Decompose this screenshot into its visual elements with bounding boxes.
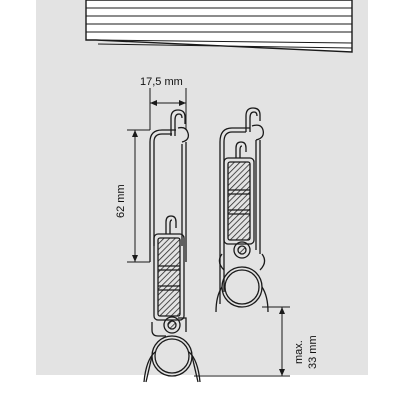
max-dimension xyxy=(194,306,290,377)
right-profile-icon xyxy=(215,107,269,313)
roller-blind-icon xyxy=(85,0,353,53)
width-dimension xyxy=(149,88,187,130)
height-dimension xyxy=(127,129,150,263)
max-dimension-value: 33 mm xyxy=(307,335,319,369)
panel-background xyxy=(36,0,368,403)
bottom-margin xyxy=(0,375,405,403)
max-dimension-label: max. xyxy=(293,340,305,364)
height-dimension-label: 62 mm xyxy=(115,184,127,218)
width-dimension-label: 17,5 mm xyxy=(140,76,183,88)
left-profile-icon xyxy=(143,109,201,383)
